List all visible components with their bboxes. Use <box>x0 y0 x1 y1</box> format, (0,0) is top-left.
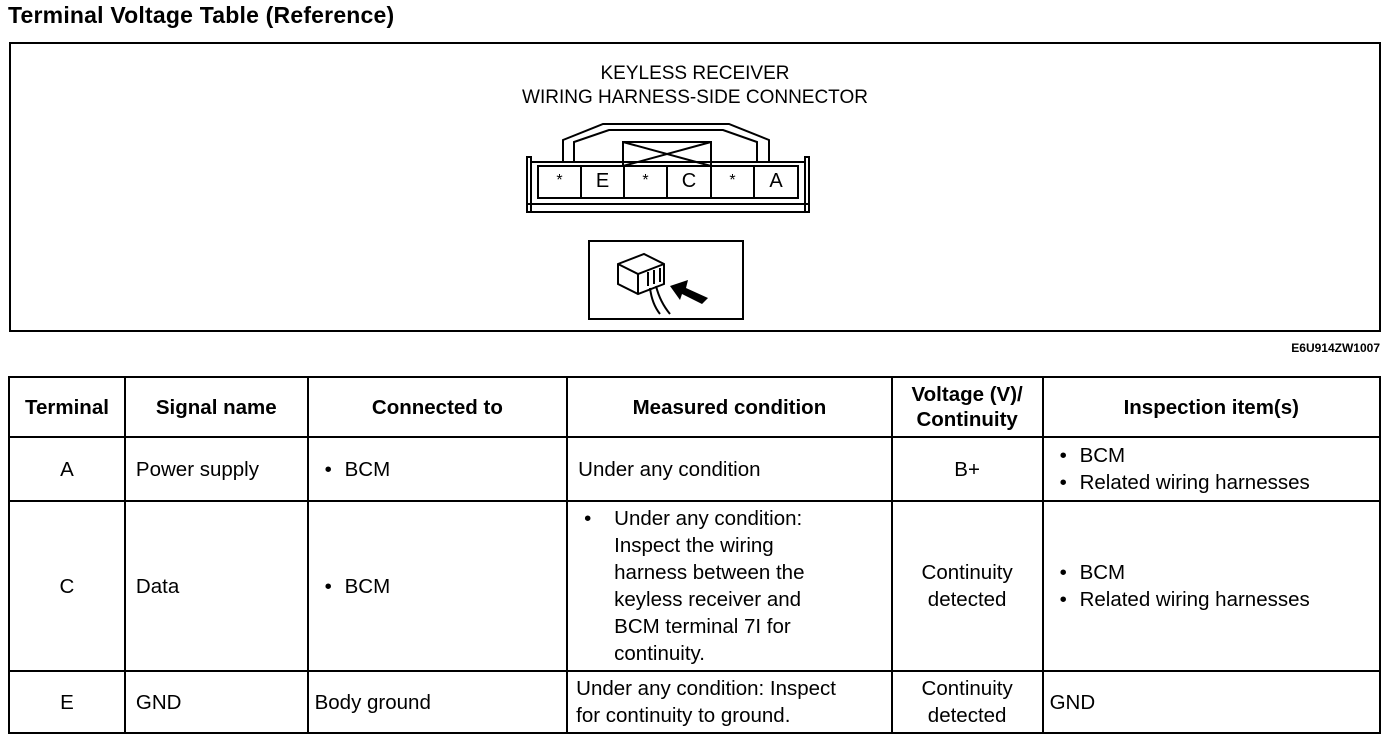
connector-diagram <box>526 123 810 213</box>
figure-caption-line1: KEYLESS RECEIVER <box>600 63 790 84</box>
terminal-cell-1: * <box>556 172 563 189</box>
figure-id: E6U914ZW1007 <box>1291 341 1380 355</box>
terminal-cell-E: E <box>595 170 610 192</box>
connected-to-cell: BCM <box>306 436 569 502</box>
measured-condition-line1: Under any condition: Inspect <box>576 677 836 700</box>
table-row: A Power supply BCM Under any condition B… <box>8 436 1382 502</box>
terminal-cell-A: A <box>769 170 783 192</box>
header-connected-to: Connected to <box>306 376 569 438</box>
header-inspection-items: Inspection item(s) <box>1041 376 1382 438</box>
measured-condition-cell: Under any condition: Inspect for continu… <box>566 670 893 734</box>
signal-name-value: GND <box>123 670 309 734</box>
inspection-item: Related wiring harnesses <box>1054 586 1369 613</box>
table-row: E GND Body ground Under any condition: I… <box>8 670 1382 734</box>
table-row: C Data BCM Under any condition: Inspect … <box>8 500 1382 672</box>
terminal-cell-5: * <box>729 172 736 189</box>
signal-name-value: Data <box>123 500 309 672</box>
connected-to-cell: BCM <box>306 500 569 672</box>
measured-condition-value: Under any condition <box>566 436 893 502</box>
terminal-value: E <box>8 670 126 734</box>
inspection-cell: BCM Related wiring harnesses <box>1041 436 1382 502</box>
measured-condition-line2: for continuity to ground. <box>576 704 791 727</box>
terminal-value: C <box>8 500 126 672</box>
header-voltage-line2: Continuity <box>916 408 1018 431</box>
connector-figure: KEYLESS RECEIVER WIRING HARNESS-SIDE CON… <box>9 42 1381 332</box>
voltage-value: B+ <box>890 436 1044 502</box>
measured-condition-item: Under any condition: Inspect the wiring … <box>578 505 851 667</box>
terminal-cell-3: * <box>642 172 649 189</box>
table-header-row: Terminal Signal name Connected to Measur… <box>8 376 1382 438</box>
inspection-value: GND <box>1041 670 1382 734</box>
signal-name-value: Power supply <box>123 436 309 502</box>
terminal-value: A <box>8 436 126 502</box>
connector-view-arrow-icon <box>588 240 744 320</box>
voltage-cell: Continuity detected <box>890 670 1044 734</box>
header-terminal: Terminal <box>8 376 126 438</box>
terminal-voltage-table: Terminal Signal name Connected to Measur… <box>8 376 1382 734</box>
voltage-line1: Continuity <box>921 561 1013 584</box>
inspection-item: BCM <box>1054 442 1369 469</box>
header-voltage-continuity: Voltage (V)/ Continuity <box>890 376 1044 438</box>
voltage-line2: detected <box>927 704 1007 727</box>
measured-condition-cell: Under any condition: Inspect the wiring … <box>566 500 893 672</box>
inspection-item: BCM <box>1054 559 1369 586</box>
connected-to-item: BCM <box>319 573 557 600</box>
header-measured-condition: Measured condition <box>566 376 893 438</box>
inspection-item: Related wiring harnesses <box>1054 469 1369 496</box>
terminal-cell-C: C <box>681 170 697 192</box>
voltage-line1: Continuity <box>921 677 1013 700</box>
inspection-cell: BCM Related wiring harnesses <box>1041 500 1382 672</box>
header-voltage-line1: Voltage (V)/ <box>911 383 1023 406</box>
figure-caption-line2: WIRING HARNESS-SIDE CONNECTOR <box>522 87 868 108</box>
connected-to-item: BCM <box>319 456 557 483</box>
voltage-cell: Continuity detected <box>890 500 1044 672</box>
voltage-line2: detected <box>927 588 1007 611</box>
page-title: Terminal Voltage Table (Reference) <box>8 2 395 28</box>
connected-to-value: Body ground <box>306 670 569 734</box>
header-signal-name: Signal name <box>123 376 309 438</box>
